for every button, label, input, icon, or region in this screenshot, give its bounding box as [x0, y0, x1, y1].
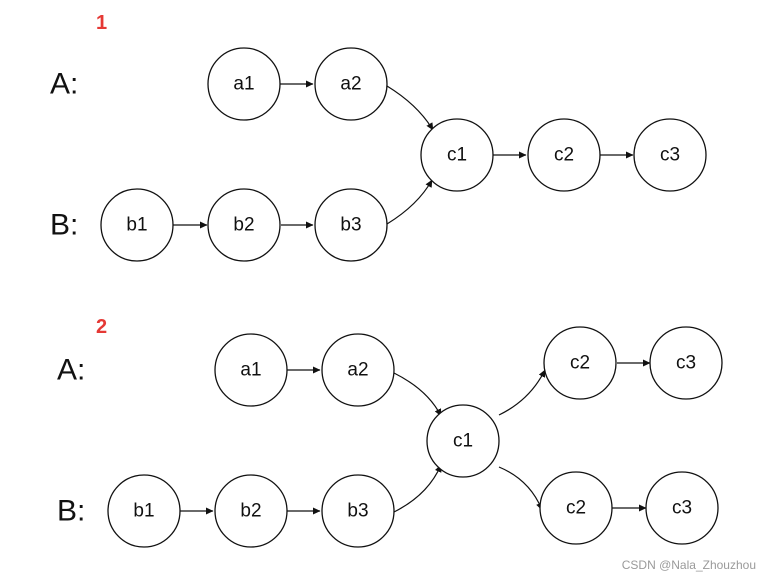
node-label: b2	[240, 501, 261, 522]
node-label: b1	[133, 501, 154, 522]
edge-b3-c1	[393, 464, 442, 513]
node-b2: b2	[214, 474, 288, 548]
node-a1: a1	[214, 333, 288, 407]
node-b1: b1	[100, 188, 174, 262]
node-b2: b2	[207, 188, 281, 262]
node-label: b3	[347, 501, 368, 522]
node-a2: a2	[314, 47, 388, 121]
node-label: c3	[660, 145, 680, 166]
node-b3: b3	[321, 474, 395, 548]
node-c2-bottom: c2	[539, 471, 613, 545]
node-b3: b3	[314, 188, 388, 262]
edge-c1-c2-top	[498, 369, 546, 416]
node-a2: a2	[321, 333, 395, 407]
node-b1: b1	[107, 474, 181, 548]
node-label: c3	[676, 353, 696, 374]
node-label: c2	[570, 353, 590, 374]
row-label-b-2: B:	[57, 495, 85, 528]
node-label: c2	[554, 145, 574, 166]
node-label: c3	[672, 498, 692, 519]
node-label: a1	[233, 74, 254, 95]
edge-b3-c1	[386, 179, 433, 225]
section-number-1: 1	[96, 12, 107, 34]
node-a1: a1	[207, 47, 281, 121]
edge-c1-c2-bottom	[498, 466, 543, 511]
row-label-a-2: A:	[57, 354, 85, 387]
node-label: c1	[453, 431, 473, 452]
row-label-a-1: A:	[50, 68, 78, 101]
row-label-b-1: B:	[50, 209, 78, 242]
node-label: c2	[566, 498, 586, 519]
node-c1: c1	[420, 118, 494, 192]
node-label: b2	[233, 215, 254, 236]
node-label: a2	[340, 74, 361, 95]
node-c1: c1	[426, 404, 500, 478]
node-label: c1	[447, 145, 467, 166]
edge-a2-c1	[386, 85, 434, 131]
node-c2-top: c2	[543, 326, 617, 400]
node-c3-top: c3	[649, 326, 723, 400]
node-c3: c3	[633, 118, 707, 192]
section-number-2: 2	[96, 316, 107, 338]
node-label: b3	[340, 215, 361, 236]
edge-a2-c1	[393, 372, 442, 417]
node-c2: c2	[527, 118, 601, 192]
node-label: a1	[240, 360, 261, 381]
watermark: CSDN @Nala_Zhouzhou	[621, 558, 756, 572]
node-label: a2	[347, 360, 368, 381]
node-label: b1	[126, 215, 147, 236]
node-c3-bottom: c3	[645, 471, 719, 545]
